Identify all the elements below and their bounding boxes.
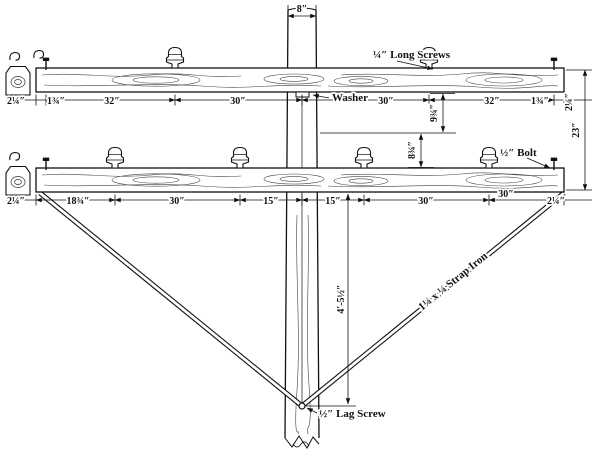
crossarm-end-view-top <box>5 65 31 96</box>
gap-upper-label: 9¾″ <box>429 104 440 122</box>
dim-label: 30″ <box>418 196 434 207</box>
dim-label: 2¼″ <box>7 196 25 207</box>
strap-iron-braces <box>38 191 566 408</box>
drop-dim <box>306 193 356 407</box>
bolt-label: ½″ Bolt <box>500 147 537 159</box>
washer-plate <box>295 91 310 98</box>
insulator-icon <box>165 46 185 69</box>
washer-label: Washer <box>332 92 368 104</box>
dim-label: 30″ <box>378 96 394 107</box>
hook-screw-icon <box>33 49 45 59</box>
dim-label: 32″ <box>484 96 500 107</box>
bottom-crossarm <box>35 167 565 193</box>
pole-break-line <box>284 435 320 449</box>
arm-gap-dims <box>320 93 456 168</box>
pole-width-dim <box>287 5 317 22</box>
insulator-icon <box>230 146 250 169</box>
lag-screw-head <box>298 402 306 410</box>
dim-label: 2¼″ <box>7 96 25 107</box>
insulator-icon <box>354 146 374 169</box>
bottom-dim-row <box>6 194 592 206</box>
pole-width-label: 8″ <box>297 4 308 15</box>
dim-label: 1¾″ <box>47 96 65 107</box>
dim-label: 1¾″ <box>531 96 549 107</box>
dim-label: 2¼″ <box>564 93 575 111</box>
dim-label: 15″ <box>263 196 279 207</box>
dim-label: 18¾″ <box>66 196 89 207</box>
dim-label: 30″ <box>498 189 514 200</box>
strap-iron-label: 1¼ x ¼ Strap Iron <box>416 250 490 313</box>
crossarm-end-view-bottom <box>5 165 31 196</box>
lag-screw-label: ½″ Lag Screw <box>319 408 386 420</box>
hook-screw-icon <box>9 151 21 161</box>
dim-label: 30″ <box>169 196 185 207</box>
insulator-icon <box>105 146 125 169</box>
dim-label: 30″ <box>230 96 246 107</box>
top-crossarm <box>35 67 565 93</box>
dim-label: 2¼″ <box>547 196 565 207</box>
drop-dim-label: 4′-5½″ <box>336 284 347 313</box>
long-screws-label: ¼″ Long Screws <box>373 49 451 61</box>
arm-spacing-dim <box>566 69 592 191</box>
hook-screw-icon <box>9 51 21 61</box>
callout-leaders <box>306 60 551 414</box>
dim-label: 32″ <box>104 96 120 107</box>
gap-lower-label: 8¾″ <box>407 141 418 159</box>
arm-spacing-label: 23″ <box>571 122 582 138</box>
dim-label: 15″ <box>325 196 341 207</box>
insulator-icon <box>479 146 499 169</box>
